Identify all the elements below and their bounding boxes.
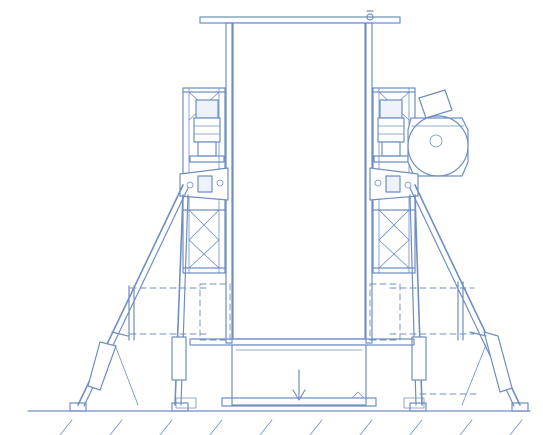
right-outrigger xyxy=(409,184,521,407)
central-panel xyxy=(232,22,366,340)
side-reel xyxy=(407,89,469,177)
foot-pads xyxy=(69,402,529,412)
dashed-extended-positions xyxy=(129,283,481,395)
right-drive-motor xyxy=(373,99,409,163)
right-clamp-bracket xyxy=(369,167,419,201)
left-drive-motor xyxy=(189,99,225,163)
ground xyxy=(27,410,531,435)
left-clamp-bracket xyxy=(179,167,229,201)
left-outrigger xyxy=(77,184,189,407)
top-crossbar xyxy=(199,10,401,24)
ground-hatching xyxy=(59,419,523,435)
base-tray xyxy=(175,338,425,409)
